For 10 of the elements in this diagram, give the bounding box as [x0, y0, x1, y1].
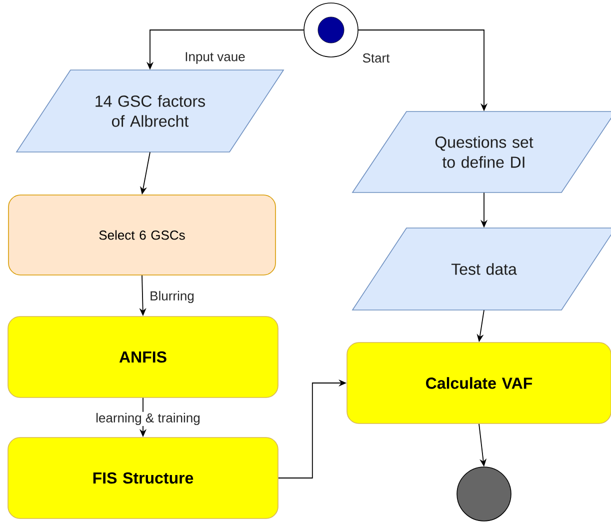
process-box: Select 6 GSCs: [8, 194, 276, 276]
process-box: FIS Structure: [8, 437, 278, 519]
edge-label: Blurring: [148, 290, 196, 304]
edge-label: Input vaue: [184, 51, 246, 65]
start-circle: [304, 2, 358, 58]
edge-label: learning & training: [94, 412, 202, 426]
process-box: ANFIS: [8, 316, 278, 398]
process-box: Calculate VAF: [346, 342, 611, 424]
edge-label: Start: [361, 52, 391, 64]
end-circle: [456, 466, 512, 522]
